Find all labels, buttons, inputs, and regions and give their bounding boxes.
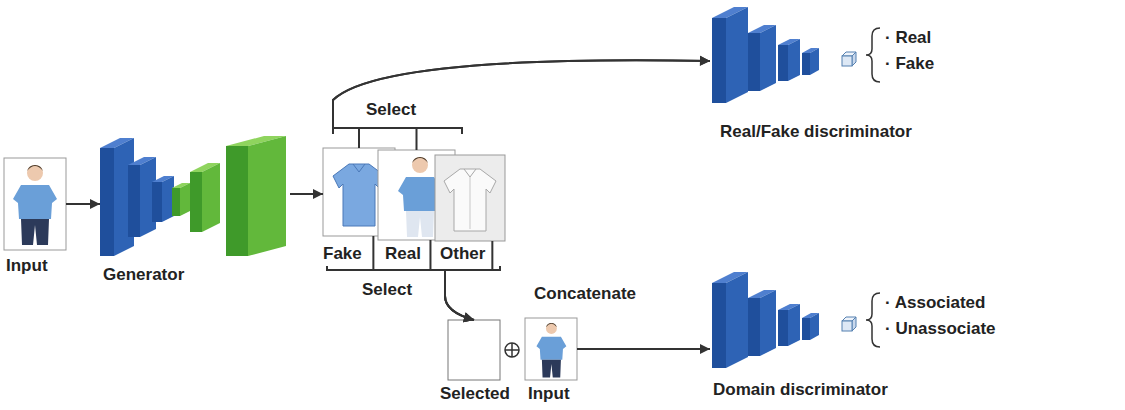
image-panel: Other [435,155,505,241]
connector-line [333,60,710,150]
arrow-head [90,199,100,209]
output-class: · Associated [885,293,985,313]
generator-network [100,136,286,256]
arrow-head [463,313,474,323]
node-label: Domain discriminator [713,380,888,400]
node-label: Input [6,256,48,276]
image-panel: Real [378,150,455,240]
connector [333,56,710,150]
node-label: Selected [440,384,510,404]
output-class: · Real [885,28,931,48]
select-label: Select [362,280,412,300]
output-class: · Fake [885,54,934,74]
generator-block: Generator [100,130,290,258]
node-label: Input [528,384,570,404]
output-class: · Unassociate [885,319,996,339]
connector [290,189,323,199]
discriminator-block: Real/Fake discriminator [710,8,835,114]
output-cube [842,52,856,66]
selected-image [448,320,500,380]
arrow-head [700,56,710,66]
connector [577,344,710,354]
node-label: Fake [323,244,362,264]
image-panel: Input [4,158,66,250]
output-cube [842,317,856,331]
input-image [525,318,577,380]
arrow-head [463,313,474,323]
discriminator-block: Domain discriminator [710,272,835,378]
concat-symbol [505,343,519,357]
connector-line [333,60,710,148]
discriminator-network [712,7,819,103]
node-label: Generator [103,265,184,285]
input-image [4,158,66,250]
image-panel: Input [525,318,577,380]
image-panel: Selected [448,320,500,380]
connector [66,199,100,209]
connector [333,56,710,148]
image-panel: Fake [323,148,395,236]
arrow-head [313,189,323,199]
other-image [435,155,505,241]
select-label: Select [366,100,416,120]
arrow-head [700,56,710,66]
node-label: Real [385,244,421,264]
node-label: Other [440,244,485,264]
arrow-head [463,313,474,323]
output-brace [866,28,880,82]
operation-label: Concatenate [534,284,636,304]
discriminator-network [712,272,819,368]
connector-line [577,348,710,350]
output-brace [866,293,880,347]
node-label: Real/Fake discriminator [720,122,912,142]
arrow-head [700,344,710,354]
